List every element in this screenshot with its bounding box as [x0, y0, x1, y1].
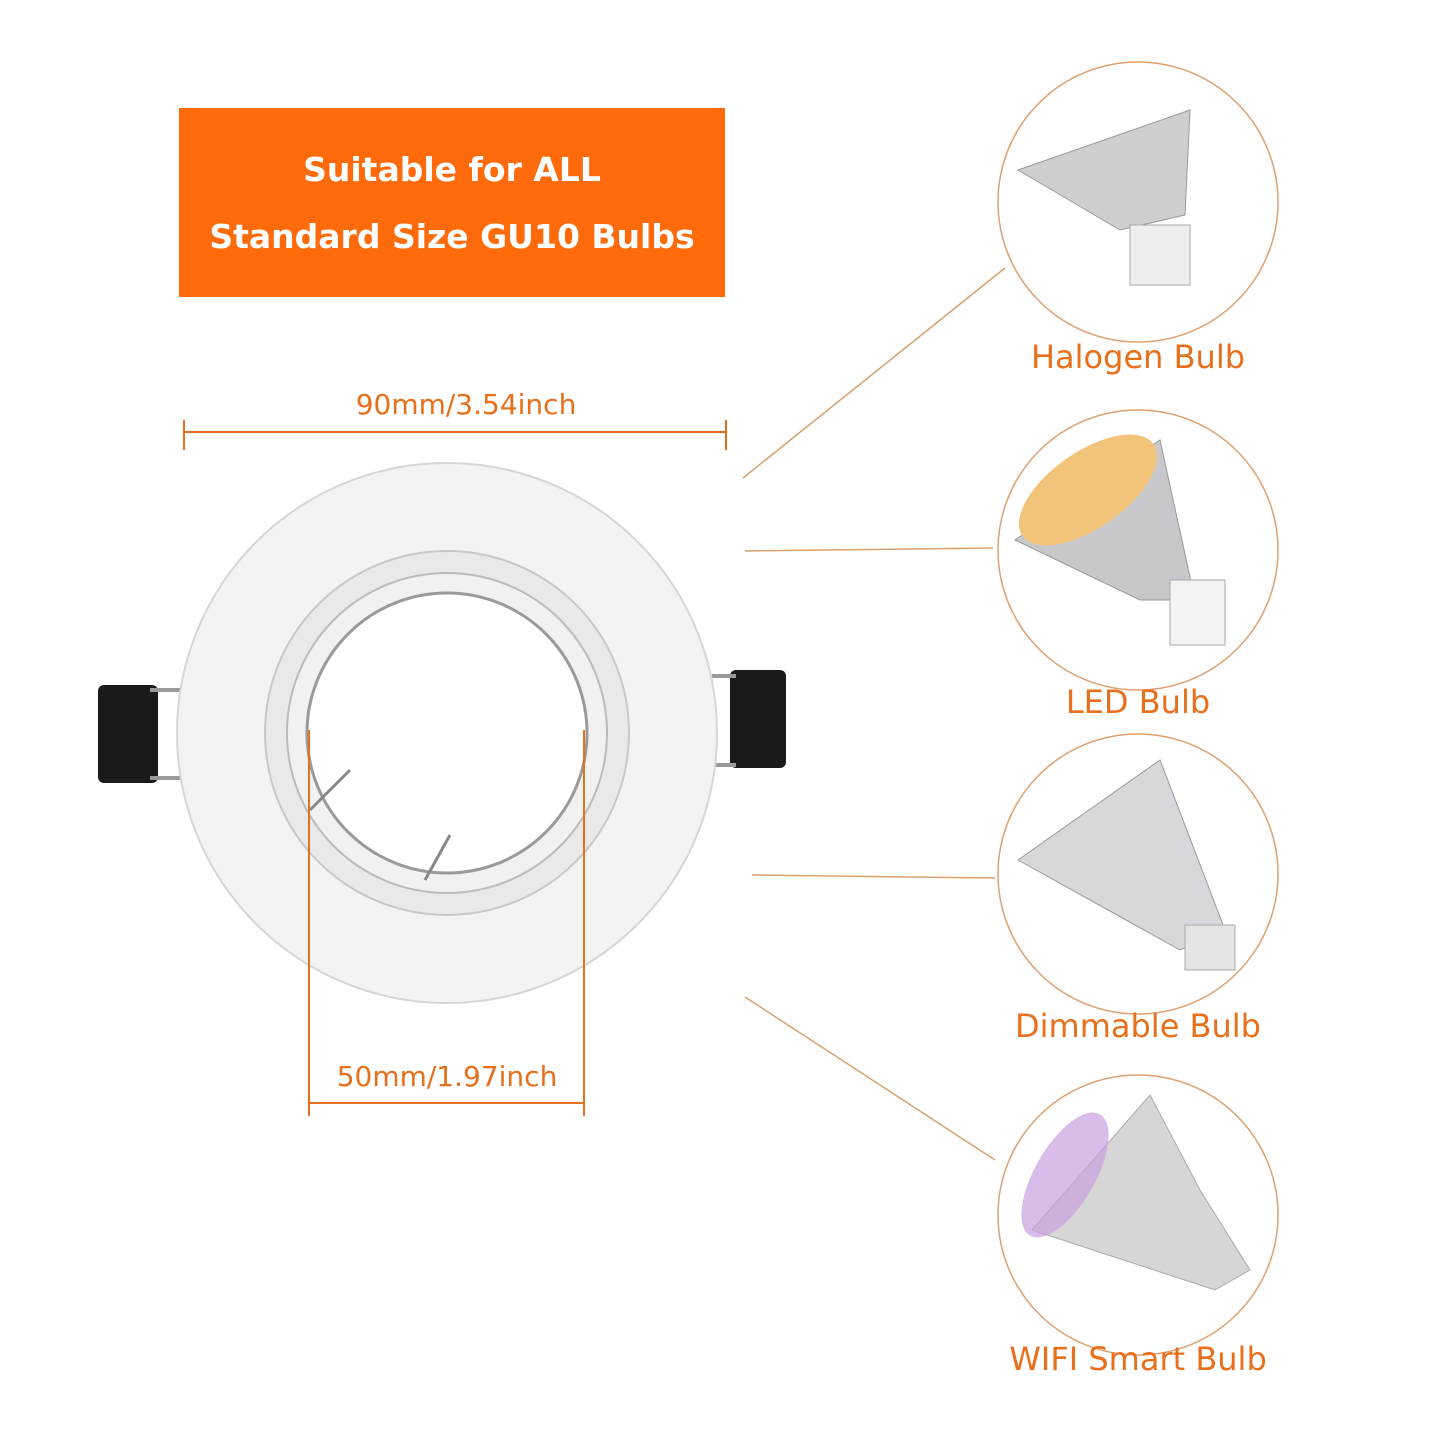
banner-line-1: Suitable for ALL: [303, 149, 601, 189]
downlight-fixture: [176, 462, 718, 1004]
wifi-smart-bulb-label: WIFI Smart Bulb: [1009, 1340, 1267, 1378]
inner-dimension-line: [308, 730, 585, 1116]
led-bulb-image: [997, 409, 1279, 691]
dimmable-bulb-image: [997, 733, 1279, 1015]
outer-diameter-label: 90mm/3.54inch: [355, 388, 577, 421]
banner-line-2: Standard Size GU10 Bulbs: [209, 216, 695, 256]
spring-clip-right: [712, 670, 786, 768]
cutout-diameter-label: 50mm/1.97inch: [336, 1060, 558, 1093]
halogen-bulb-label: Halogen Bulb: [1030, 338, 1246, 376]
dimmable-bulb-label: Dimmable Bulb: [1015, 1007, 1261, 1045]
led-bulb-label: LED Bulb: [1065, 683, 1211, 721]
spring-clip-left: [98, 685, 180, 783]
wifi-smart-bulb-image: [997, 1074, 1279, 1356]
halogen-bulb-image: [997, 61, 1279, 343]
connector-lines: [742, 267, 1006, 1161]
compatibility-banner: Suitable for ALL Standard Size GU10 Bulb…: [179, 108, 725, 297]
outer-dimension-line: [183, 420, 727, 450]
